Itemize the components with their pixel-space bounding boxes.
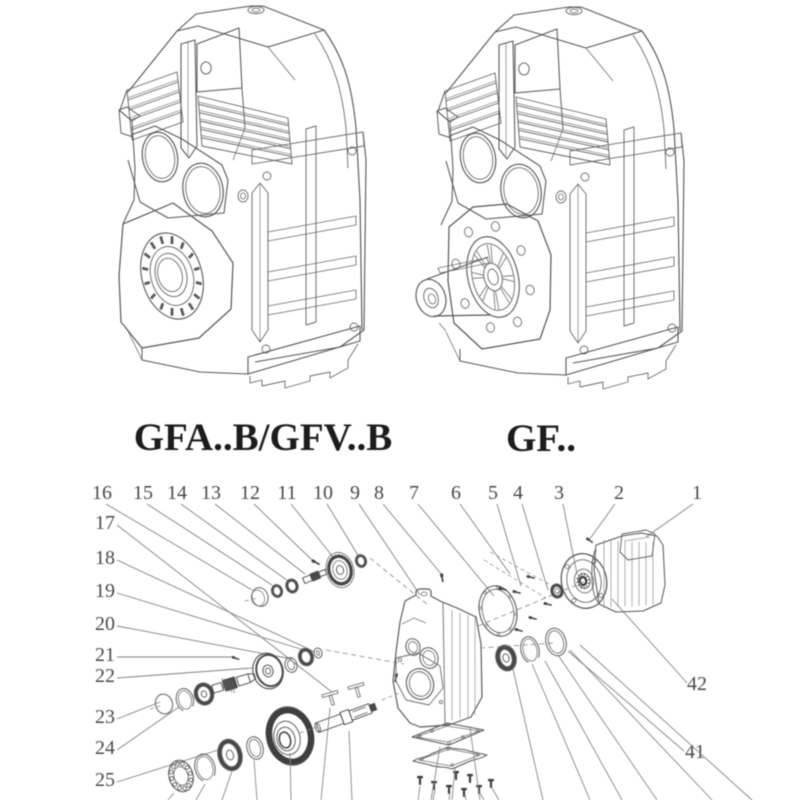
svg-text:21: 21	[95, 644, 115, 666]
svg-text:18: 18	[95, 547, 115, 569]
svg-text:41: 41	[685, 741, 705, 763]
svg-text:16: 16	[92, 482, 112, 504]
svg-text:42: 42	[687, 673, 707, 695]
svg-text:25: 25	[95, 769, 115, 791]
svg-text:24: 24	[95, 737, 115, 759]
svg-text:15: 15	[133, 482, 153, 504]
svg-text:23: 23	[95, 706, 115, 728]
svg-text:8: 8	[374, 482, 384, 504]
svg-text:13: 13	[201, 482, 221, 504]
svg-text:11: 11	[277, 482, 296, 504]
svg-text:2: 2	[614, 482, 624, 504]
svg-text:19: 19	[95, 580, 115, 602]
svg-text:5: 5	[488, 482, 498, 504]
svg-text:12: 12	[240, 482, 260, 504]
svg-text:4: 4	[513, 482, 523, 504]
svg-text:3: 3	[554, 482, 564, 504]
svg-text:GFA..B/GFV..B: GFA..B/GFV..B	[134, 416, 393, 459]
svg-text:1: 1	[692, 482, 702, 504]
svg-text:14: 14	[167, 482, 187, 504]
svg-text:10: 10	[313, 482, 333, 504]
svg-text:6: 6	[451, 482, 461, 504]
svg-text:22: 22	[95, 665, 115, 687]
svg-text:GF..: GF..	[506, 417, 576, 460]
svg-text:20: 20	[95, 613, 115, 635]
svg-text:7: 7	[409, 482, 419, 504]
svg-text:9: 9	[350, 482, 360, 504]
svg-text:17: 17	[95, 512, 115, 534]
